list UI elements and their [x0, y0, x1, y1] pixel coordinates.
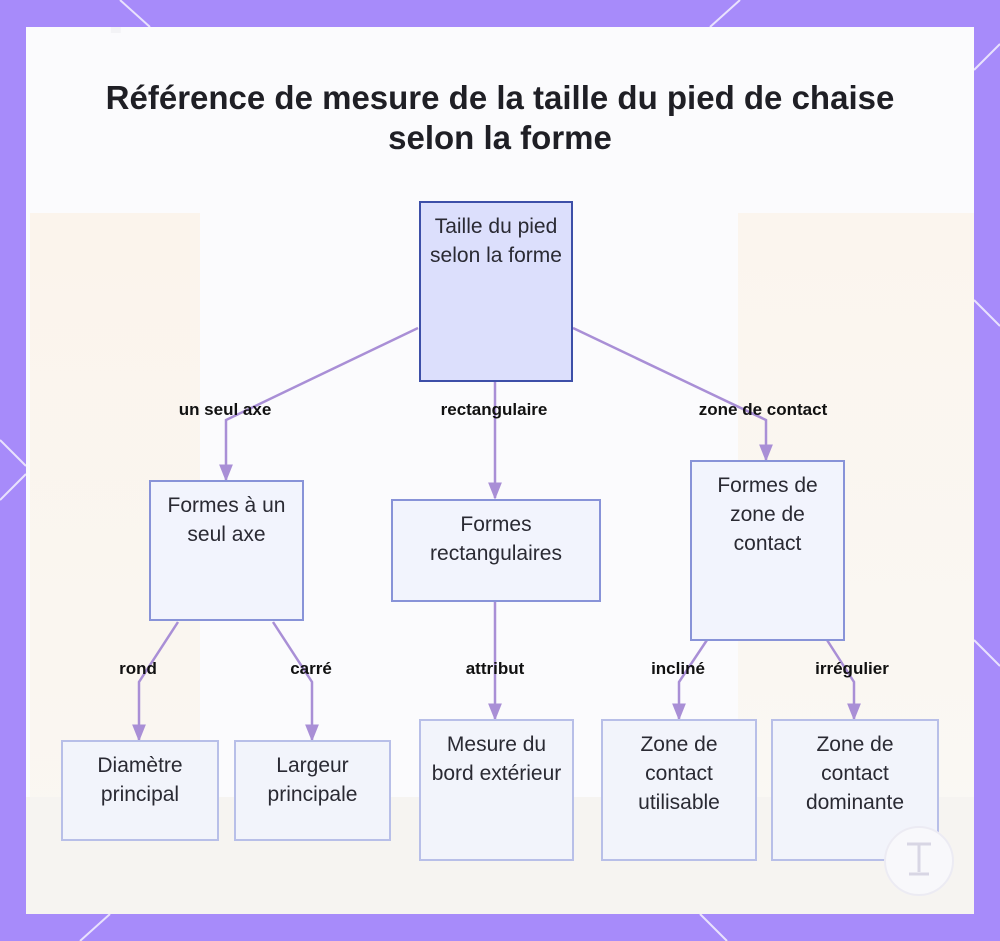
node-single-axis: Formes à un seul axe	[149, 480, 304, 621]
node-contact-zone-label: Formes de zone de contact	[717, 474, 818, 555]
edge-label-contact-zone: zone de contact	[698, 400, 828, 419]
node-main-diameter-label: Diamètre principal	[97, 754, 183, 806]
node-single-axis-label: Formes à un seul axe	[167, 494, 286, 546]
node-root: Taille du pied selon la forme	[419, 201, 573, 382]
node-outer-edge: Mesure du bord extérieur	[419, 719, 574, 861]
chair-leg-icon	[884, 826, 954, 896]
edge-label-attribute: attribut	[465, 659, 525, 678]
node-outer-edge-label: Mesure du bord extérieur	[431, 733, 562, 785]
edge-single-axis-to-width	[271, 621, 319, 742]
node-dominant-contact-label: Zone de contact dominante	[805, 733, 905, 814]
edge-label-inclined: incliné	[651, 659, 705, 678]
node-root-label: Taille du pied selon la forme	[430, 215, 562, 267]
edge-label-rectangular: rectangulaire	[440, 400, 548, 419]
node-main-diameter: Diamètre principal	[61, 740, 219, 841]
edge-single-axis-to-diameter	[132, 621, 180, 742]
edge-label-round: rond	[119, 659, 157, 678]
node-contact-zone: Formes de zone de contact	[690, 460, 845, 641]
node-main-width-label: Largeur principale	[267, 754, 358, 806]
edge-contact-to-usable	[672, 639, 709, 721]
edge-label-irregular: irrégulier	[815, 659, 889, 678]
node-usable-contact-label: Zone de contact utilisable	[638, 733, 720, 814]
edge-contact-to-dominant	[825, 639, 861, 721]
node-usable-contact: Zone de contact utilisable	[601, 719, 757, 861]
edge-root-to-single-axis	[219, 326, 419, 482]
diagram-title: Référence de mesure de la taille du pied…	[105, 79, 895, 156]
edge-label-square: carré	[290, 659, 332, 678]
node-main-width: Largeur principale	[234, 740, 391, 841]
background-ghost-text-top: ·	[106, 27, 285, 66]
edge-label-single-axis: un seul axe	[178, 400, 272, 419]
node-rectangular: Formes rectangulaires	[391, 499, 601, 602]
node-rectangular-label: Formes rectangulaires	[430, 513, 562, 565]
edge-root-to-contact-zone	[572, 326, 773, 462]
